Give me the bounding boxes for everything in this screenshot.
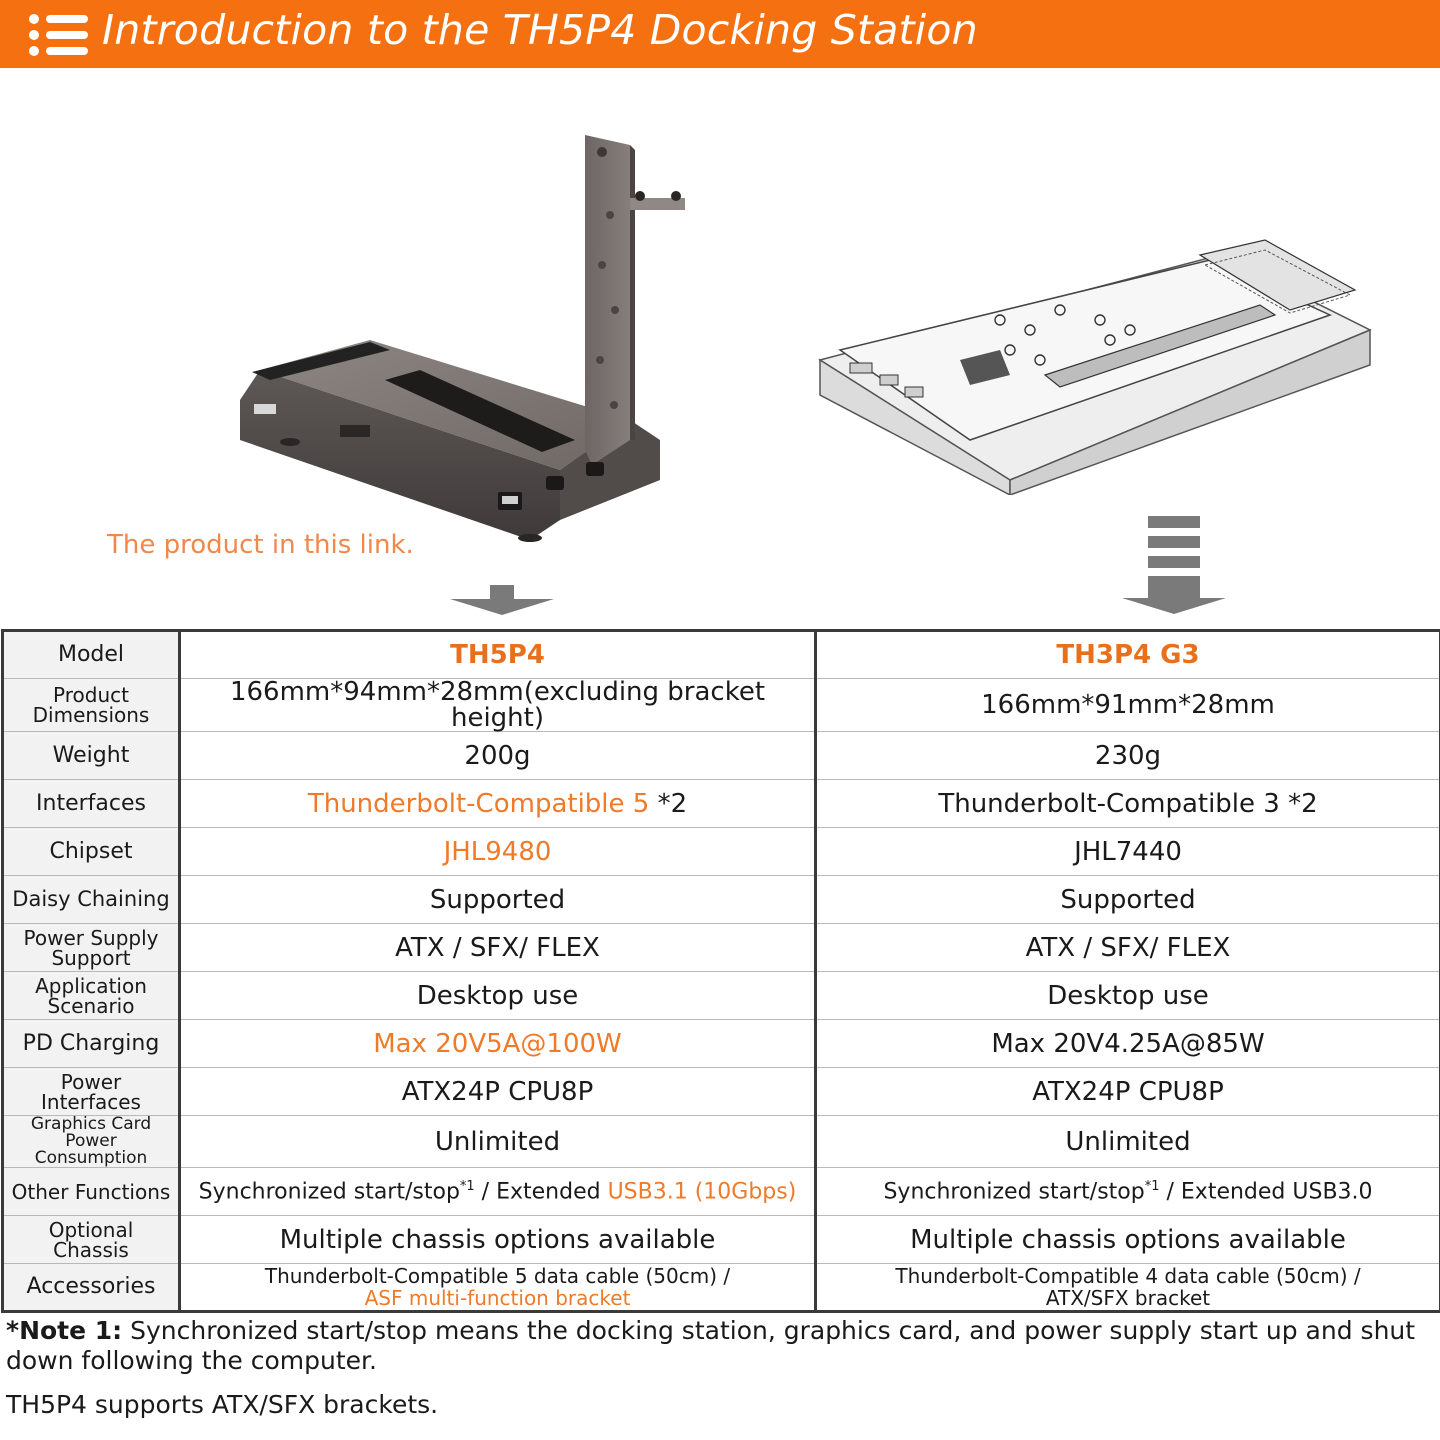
cell-a: Supported	[178, 875, 816, 924]
cell-a: Thunderbolt-Compatible 5 *2	[178, 779, 816, 828]
cell-b: Supported	[814, 875, 1440, 924]
row-label: Model	[1, 629, 180, 679]
table-row-daisy-chaining: Daisy Chaining Supported Supported	[1, 875, 1440, 924]
footnote-1: *Note 1: Synchronized start/stop means t…	[6, 1316, 1416, 1375]
cell-a: 166mm*94mm*28mm(excluding bracket height…	[178, 678, 816, 732]
footnote-2: TH5P4 supports ATX/SFX brackets.	[6, 1390, 439, 1419]
th5p4-product-image	[240, 135, 685, 542]
cell-a: Desktop use	[178, 971, 816, 1020]
cell-b: ATX / SFX/ FLEX	[814, 923, 1440, 972]
th3p4-g3-product-image	[818, 239, 1372, 495]
cell-b: Unlimited	[814, 1115, 1440, 1168]
product-link-caption: The product in this link.	[107, 530, 414, 560]
table-row-pd-charging: PD Charging Max 20V5A@100W Max 20V4.25A@…	[1, 1019, 1440, 1068]
down-arrow-icon	[450, 585, 554, 615]
cell-b: Thunderbolt-Compatible 3 *2	[814, 779, 1440, 828]
cell-a: Unlimited	[178, 1115, 816, 1168]
row-label: Weight	[1, 731, 180, 780]
cell-a: Multiple chassis options available	[178, 1215, 816, 1264]
striped-down-arrow-icon	[1122, 516, 1226, 614]
row-label: PD Charging	[1, 1019, 180, 1068]
cell-a: 200g	[178, 731, 816, 780]
model-a-header: TH5P4	[178, 629, 816, 679]
cell-a: ATX24P CPU8P	[178, 1067, 816, 1116]
row-label: Chipset	[1, 827, 180, 876]
row-label: Other Functions	[1, 1167, 180, 1216]
cell-a: ATX / SFX/ FLEX	[178, 923, 816, 972]
cell-a: Thunderbolt-Compatible 5 data cable (50c…	[178, 1263, 816, 1313]
table-row-other-functions: Other Functions Synchronized start/stop*…	[1, 1167, 1440, 1216]
cell-b: Multiple chassis options available	[814, 1215, 1440, 1264]
row-label: Interfaces	[1, 779, 180, 828]
list-menu-icon	[29, 14, 88, 56]
row-label: Daisy Chaining	[1, 875, 180, 924]
cell-b: JHL7440	[814, 827, 1440, 876]
table-row-accessories: Accessories Thunderbolt-Compatible 5 dat…	[1, 1263, 1440, 1313]
cell-b: Desktop use	[814, 971, 1440, 1020]
table-row-weight: Weight 200g 230g	[1, 731, 1440, 780]
cell-a: Max 20V5A@100W	[178, 1019, 816, 1068]
header-banner: Introduction to the TH5P4 Docking Statio…	[0, 0, 1440, 68]
model-b-header: TH3P4 G3	[814, 629, 1440, 679]
table-row-model: Model TH5P4 TH3P4 G3	[1, 629, 1440, 679]
cell-b: 166mm*91mm*28mm	[814, 678, 1440, 732]
row-label: Accessories	[1, 1263, 180, 1313]
cell-b: ATX24P CPU8P	[814, 1067, 1440, 1116]
cell-b: 230g	[814, 731, 1440, 780]
page-title: Introduction to the TH5P4 Docking Statio…	[102, 6, 978, 54]
cell-b: Max 20V4.25A@85W	[814, 1019, 1440, 1068]
table-row-chipset: Chipset JHL9480 JHL7440	[1, 827, 1440, 876]
cell-a: JHL9480	[178, 827, 816, 876]
cell-b: Synchronized start/stop*1 / Extended USB…	[814, 1167, 1440, 1216]
cell-a: Synchronized start/stop*1 / Extended USB…	[178, 1167, 816, 1216]
table-row-interfaces: Interfaces Thunderbolt-Compatible 5 *2 T…	[1, 779, 1440, 828]
cell-b: Thunderbolt-Compatible 4 data cable (50c…	[814, 1263, 1440, 1313]
